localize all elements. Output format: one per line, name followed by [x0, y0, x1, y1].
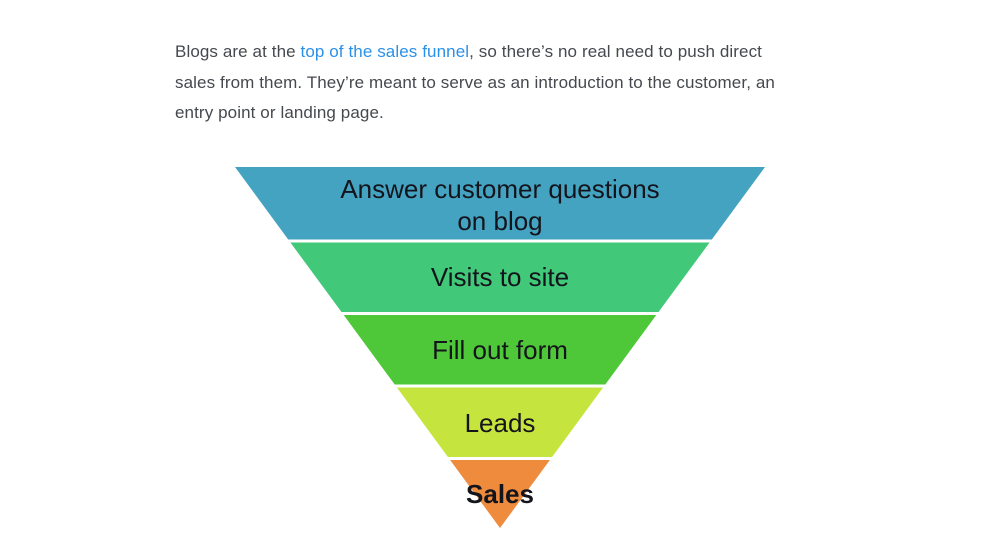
intro-line-1-pre: Blogs are at the — [175, 42, 301, 61]
funnel-label-visits: Visits to site — [430, 262, 570, 292]
sales-funnel-link[interactable]: top of the sales funnel — [300, 42, 470, 61]
funnel-segment-fill-form — [343, 315, 657, 385]
intro-line-1-post: , so there’s no real need to push direct — [469, 42, 763, 61]
funnel-label-answer-questions-line-2: on blog — [457, 206, 543, 236]
funnel-segment-leads — [396, 387, 604, 457]
funnel-label-fill-form: Fill out form — [432, 335, 568, 365]
funnel-label-answer-questions: Answer customer questions on blog — [340, 173, 659, 237]
funnel-segment-answer-questions — [235, 167, 765, 240]
intro-line-1: Blogs are at the top of the sales funnel… — [175, 37, 775, 68]
funnel-segment-sales — [450, 460, 550, 528]
intro-line-3: entry point or landing page. — [175, 103, 384, 122]
intro-line-2: sales from them. They’re meant to serve … — [175, 72, 775, 92]
funnel-label-answer-questions-line-1: Answer customer questions — [340, 174, 660, 204]
funnel-segment-visits — [290, 242, 710, 312]
funnel-label-sales: Sales — [466, 479, 534, 509]
funnel-label-leads: Leads — [464, 408, 536, 438]
intro-paragraph: Blogs are at the top of the sales funnel… — [175, 37, 775, 129]
